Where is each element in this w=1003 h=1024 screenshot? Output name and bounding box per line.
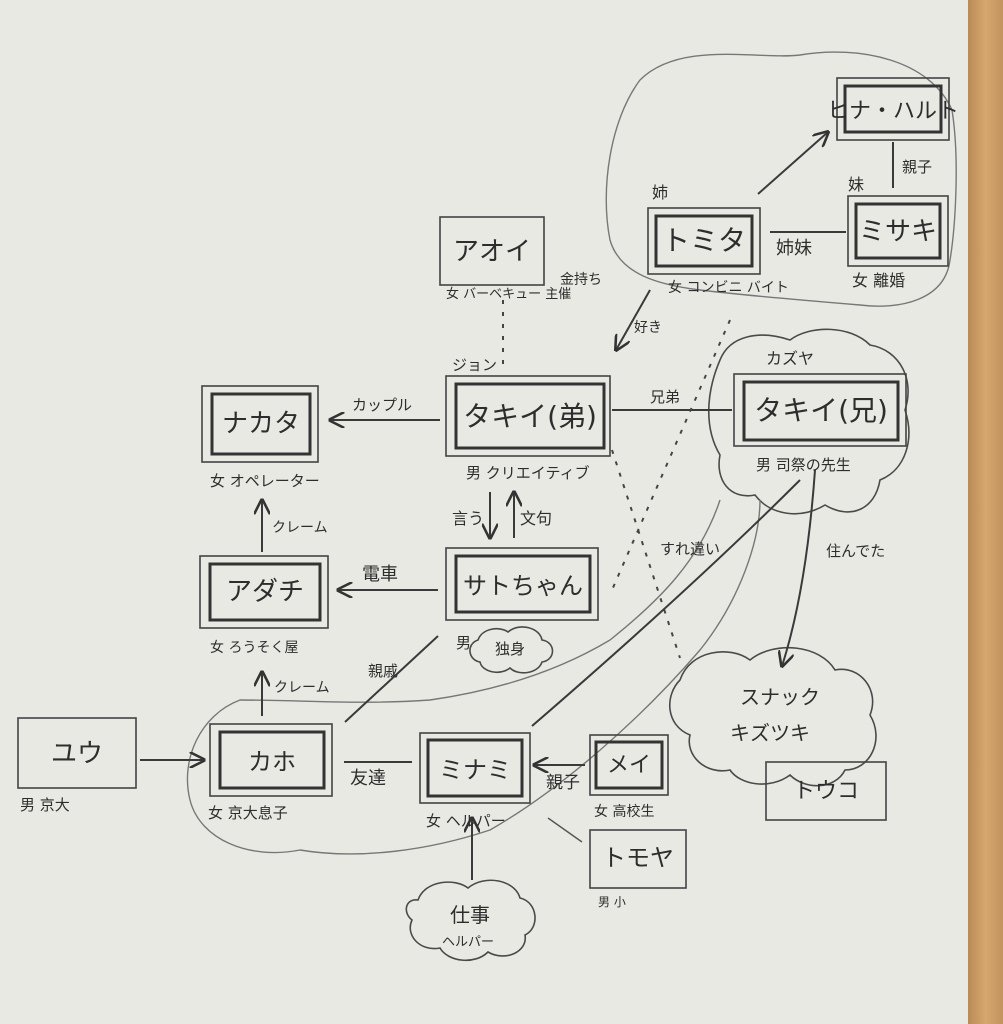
node-misaki-name: ミサキ xyxy=(859,217,937,247)
node-taki-younger-role: 男 クリエイティブ xyxy=(466,464,590,482)
node-taki-younger xyxy=(445,375,611,457)
edge-label-oyako-top: 親子 xyxy=(902,158,932,176)
edge-label-iu: 言う xyxy=(452,509,484,528)
single-status-cloud xyxy=(469,626,554,674)
edge-label-oyako-bottom: 親子 xyxy=(546,773,580,793)
node-nakata-role: 女 オペレーター xyxy=(210,472,320,490)
wooden-table-edge xyxy=(968,0,1003,1024)
node-tomoya-name: トモヤ xyxy=(602,844,674,872)
edge-label-kurenmu-2: クレーム xyxy=(274,680,330,696)
edge-sato-kaho-relative xyxy=(344,635,439,723)
node-touko-name: トウコ xyxy=(793,779,859,804)
node-adachi-role: 女 ろうそく屋 xyxy=(210,639,298,656)
node-taki-elder xyxy=(733,373,907,447)
node-minami-name: ミナミ xyxy=(439,756,511,784)
node-minami xyxy=(419,732,531,804)
node-taki-elder-name: タキイ(兄) xyxy=(754,394,888,427)
node-taki-younger-name: タキイ(弟) xyxy=(463,400,597,433)
node-taki-elder-role: 男 司祭の先生 xyxy=(756,456,851,474)
node-nakata xyxy=(201,385,319,463)
node-tomoya-role: 男 小 xyxy=(598,895,626,909)
taki-elder-cloud xyxy=(708,328,910,515)
node-hina-haruto xyxy=(836,77,950,141)
node-kaho-role: 女 京大息子 xyxy=(208,804,288,822)
edge-taki-elder-snack xyxy=(782,469,816,666)
neighborhood-band-cloud xyxy=(186,499,761,855)
work-cloud xyxy=(405,879,536,961)
node-tomita xyxy=(647,207,761,275)
node-misaki-role: 女 離婚 xyxy=(852,271,905,290)
node-kaho xyxy=(209,723,333,797)
node-mei-name: メイ xyxy=(607,753,651,778)
node-yuu-role: 男 京大 xyxy=(20,796,70,814)
node-aoi-role: 女 バーベキュー 主催 xyxy=(446,286,571,302)
node-misaki xyxy=(847,195,949,267)
node-sato xyxy=(445,547,599,621)
edge-tomita-hina xyxy=(757,132,828,195)
edge-label-sunde-ta: 住んでた xyxy=(826,542,885,560)
edge-label-tomodachi: 友達 xyxy=(350,768,386,789)
edge-label-kanemochi: 金持ち xyxy=(560,272,602,288)
node-mei xyxy=(589,734,669,796)
node-sato-name: サトちゃん xyxy=(463,572,583,600)
node-kaho-name: カホ xyxy=(248,748,296,776)
cloud-work-line1: 仕事 xyxy=(450,903,490,927)
snack-cloud xyxy=(668,646,877,787)
node-minami-role: 女 ヘルパー xyxy=(426,812,506,830)
node-adachi-name: アダチ xyxy=(226,577,304,607)
edge-tomita-taki xyxy=(616,289,651,350)
edge-label-shinseki: 親戚 xyxy=(368,662,398,680)
edge-tomita-snack xyxy=(611,319,731,591)
cloud-work-line2: ヘルパー xyxy=(442,935,494,950)
edge-taki-younger-snack xyxy=(611,449,681,659)
node-tomita-tag: 姉 xyxy=(652,183,668,202)
node-aoi xyxy=(439,216,545,286)
node-tomita-role: 女 コンビニ バイト xyxy=(668,279,789,296)
node-tomita-name: トミタ xyxy=(662,224,746,257)
node-nakata-name: ナカタ xyxy=(222,409,300,439)
node-yuu xyxy=(17,717,137,789)
node-touko xyxy=(765,761,887,821)
edge-label-suki: 好き xyxy=(634,320,662,336)
edge-label-suremigai: すれ違い xyxy=(660,540,720,558)
edge-minami-tomoya xyxy=(547,817,583,843)
node-hina-haruto-name: ヒナ・ハルト xyxy=(827,99,959,124)
edge-label-shimai: 姉妹 xyxy=(776,238,812,259)
cloud-snack-line1: スナック xyxy=(740,685,820,709)
edge-label-monku: 文句 xyxy=(520,509,552,528)
edge-taki-elder-minami xyxy=(531,479,801,727)
edge-label-densha: 電車 xyxy=(362,564,398,585)
node-sato-role-prefix: 男 xyxy=(456,634,471,652)
node-taki-elder-tag: カズヤ xyxy=(766,349,814,368)
node-adachi xyxy=(199,555,329,629)
edge-label-kyoudai: 兄弟 xyxy=(650,388,680,406)
edge-label-couple: カップル xyxy=(352,396,412,414)
node-mei-role: 女 高校生 xyxy=(594,803,654,820)
relationship-diagram: ヒナ・ハルト トミタ 姉 女 コンビニ バイト ミサキ 妹 女 離婚 アオイ 女… xyxy=(17,51,959,961)
node-sato-role-cloud: 独身 xyxy=(495,640,525,658)
node-aoi-name: アオイ xyxy=(453,237,531,267)
edge-label-kurenmu-1: クレーム xyxy=(272,520,328,536)
node-misaki-tag: 妹 xyxy=(848,175,864,194)
top-right-group-cloud xyxy=(605,51,957,307)
node-taki-younger-tag: ジョン xyxy=(452,356,497,374)
cloud-snack-line2: キズツキ xyxy=(730,721,810,745)
node-tomoya xyxy=(589,829,687,889)
node-yuu-name: ユウ xyxy=(51,739,103,769)
